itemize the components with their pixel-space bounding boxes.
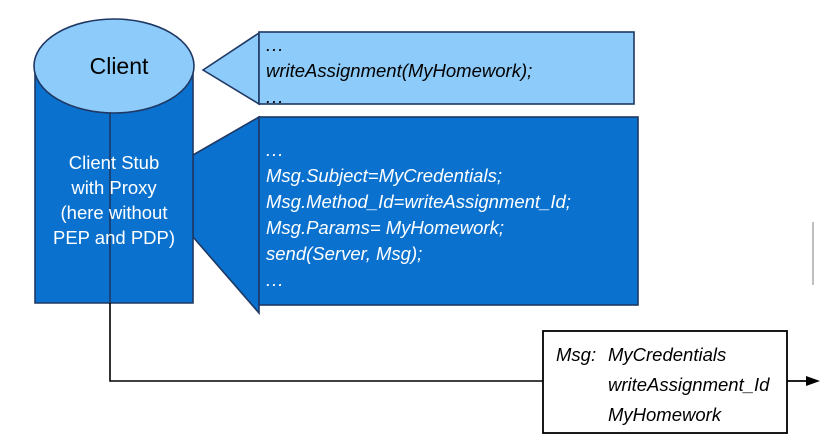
callout-tail-client [201, 31, 260, 106]
callout-tail-stub [192, 115, 260, 316]
client-ellipse [33, 18, 195, 114]
message-box [542, 330, 788, 434]
callout-box-client-code [258, 31, 635, 105]
connector-stub-to-message [109, 303, 543, 382]
callout-box-stub-code [258, 116, 639, 306]
outgoing-arrow-head-icon [806, 376, 820, 386]
